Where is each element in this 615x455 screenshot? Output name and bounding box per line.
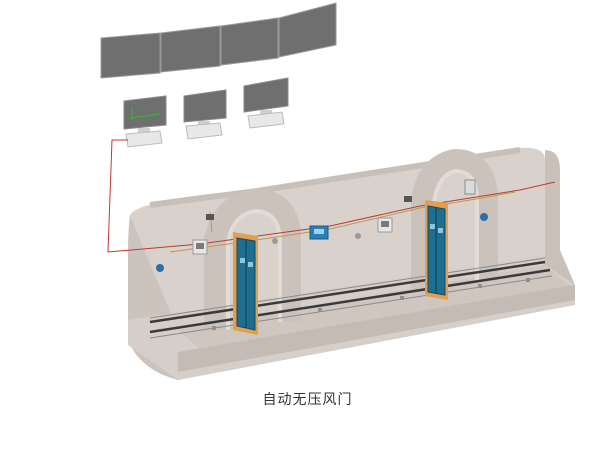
controller-box-icon: [309, 225, 329, 240]
controller-box-icon: [192, 239, 208, 255]
floor-markers: [212, 278, 530, 330]
controller-box-icon: [377, 217, 393, 233]
rail-track: [149, 257, 553, 339]
door-icon: [425, 200, 448, 300]
sensor-icon: [156, 213, 488, 272]
door-icon: [233, 232, 258, 335]
arch-ring-right: [411, 148, 498, 292]
monitor-icon: [123, 95, 167, 148]
monitor-icon: [243, 77, 289, 129]
controller-box-icon: [464, 179, 476, 195]
video-wall-icon: [100, 2, 337, 79]
signal-cable: [107, 139, 556, 253]
monitor-icon: [183, 89, 227, 140]
camera-icon: [206, 196, 412, 220]
arch-ring-left: [204, 188, 301, 330]
diagram-caption: 自动无压风门: [262, 392, 353, 408]
